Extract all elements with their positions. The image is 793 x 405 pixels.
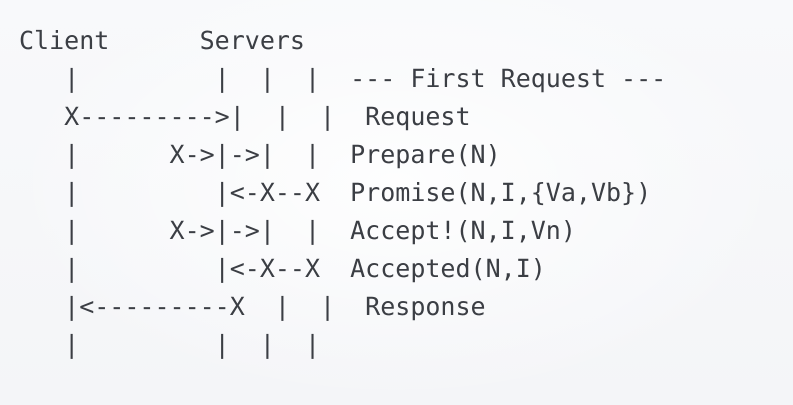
diagram-row-accept: | X->|->| | Accept!(N,I,Vn)	[19, 216, 576, 245]
diagram-row-first-request: | | | | --- First Request ---	[19, 64, 667, 93]
diagram-row-promise: | |<-X--X Promise(N,I,{Va,Vb})	[19, 178, 652, 207]
diagram-row-prepare: | X->|->| | Prepare(N)	[19, 140, 501, 169]
diagram-row-accepted: | |<-X--X Accepted(N,I)	[19, 254, 546, 283]
diagram-header-row: Client Servers	[19, 26, 305, 55]
diagram-row-trailing-lifelines: | | | |	[19, 330, 321, 359]
diagram-row-response: |<---------X | | Response	[19, 292, 486, 321]
diagram-row-request: X--------->| | | Request	[19, 102, 471, 131]
ascii-art-block: Client Servers | | | | --- First Request…	[19, 22, 666, 364]
